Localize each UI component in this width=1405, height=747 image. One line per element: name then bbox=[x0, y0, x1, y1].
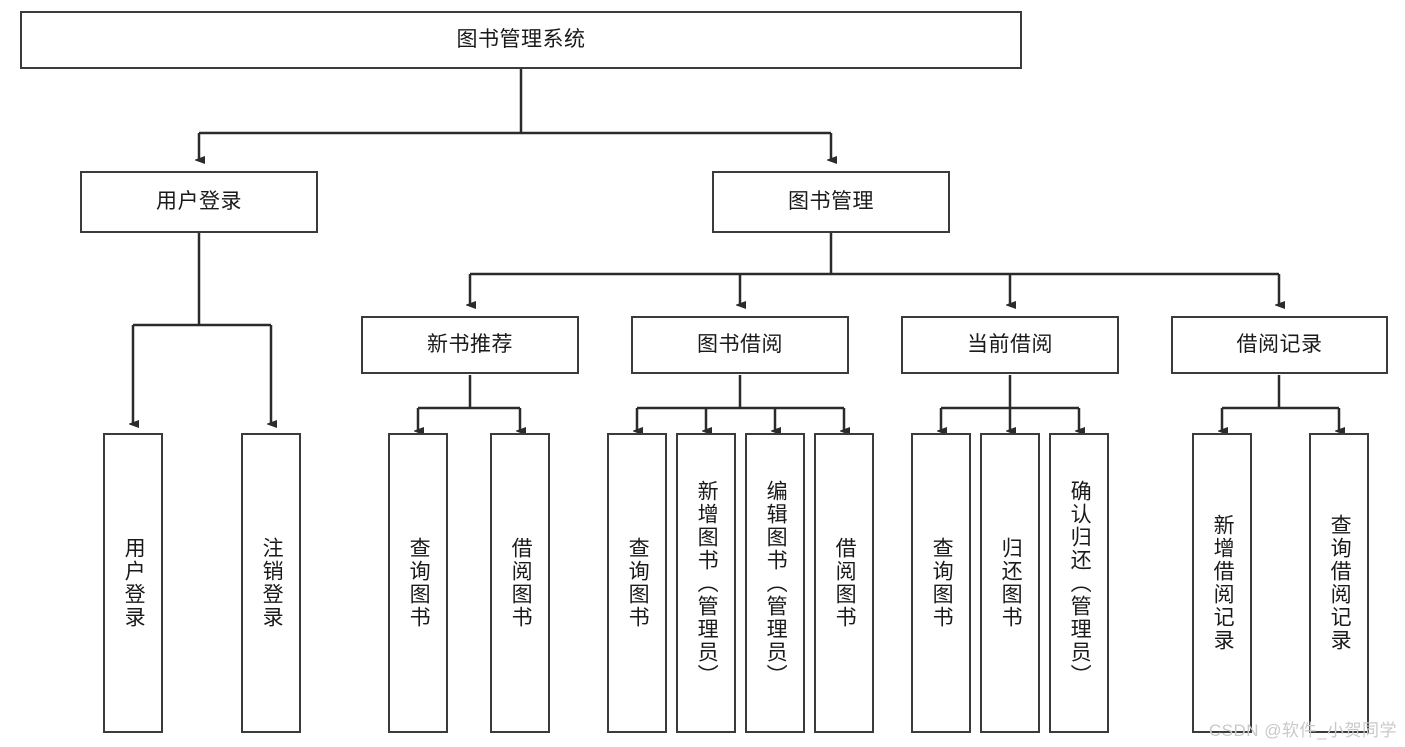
node-book-management-label: 图书管理 bbox=[788, 189, 874, 213]
leaf-record-add[interactable]: 新增借阅记录 bbox=[1192, 433, 1252, 733]
leaf-user-login-signin[interactable]: 用户登录 bbox=[103, 433, 163, 733]
leaf-new-book-borrow[interactable]: 借阅图书 bbox=[490, 433, 550, 733]
node-new-book-recommend-label: 新书推荐 bbox=[427, 332, 513, 356]
leaf-current-return-book-label: 归还图书 bbox=[999, 537, 1023, 629]
leaf-borrow-add-book[interactable]: 新增图书（管理员） bbox=[676, 433, 736, 733]
node-book-borrow[interactable]: 图书借阅 bbox=[631, 316, 849, 374]
leaf-borrow-query-book-label: 查询图书 bbox=[626, 537, 650, 629]
leaf-borrow-query-book[interactable]: 查询图书 bbox=[607, 433, 667, 733]
node-root[interactable]: 图书管理系统 bbox=[20, 11, 1022, 69]
node-user-login[interactable]: 用户登录 bbox=[80, 171, 318, 233]
node-current-borrow-label: 当前借阅 bbox=[967, 332, 1053, 356]
node-book-borrow-label: 图书借阅 bbox=[697, 332, 783, 356]
node-borrow-record-label: 借阅记录 bbox=[1236, 332, 1323, 356]
leaf-borrow-edit-book-label: 编辑图书（管理员） bbox=[764, 479, 788, 687]
leaf-new-book-query-label: 查询图书 bbox=[407, 537, 431, 629]
node-borrow-record[interactable]: 借阅记录 bbox=[1171, 316, 1388, 374]
node-root-label: 图书管理系统 bbox=[456, 27, 586, 51]
leaf-record-add-label: 新增借阅记录 bbox=[1211, 514, 1235, 652]
leaf-new-book-borrow-label: 借阅图书 bbox=[509, 537, 533, 629]
node-book-management[interactable]: 图书管理 bbox=[712, 171, 950, 233]
watermark: CSDN @软件_小贺同学 bbox=[1208, 721, 1397, 740]
leaf-user-login-signin-label: 用户登录 bbox=[122, 537, 146, 629]
leaf-borrow-edit-book[interactable]: 编辑图书（管理员） bbox=[745, 433, 805, 733]
leaf-record-query-label: 查询借阅记录 bbox=[1328, 514, 1352, 652]
leaf-new-book-query[interactable]: 查询图书 bbox=[388, 433, 448, 733]
leaf-user-login-signout[interactable]: 注销登录 bbox=[241, 433, 301, 733]
leaf-current-confirm-return-label: 确认归还（管理员） bbox=[1068, 479, 1092, 687]
leaf-borrow-borrow-book[interactable]: 借阅图书 bbox=[814, 433, 874, 733]
leaf-current-confirm-return[interactable]: 确认归还（管理员） bbox=[1049, 433, 1109, 733]
node-current-borrow[interactable]: 当前借阅 bbox=[901, 316, 1119, 374]
node-user-login-label: 用户登录 bbox=[156, 189, 242, 213]
leaf-user-login-signout-label: 注销登录 bbox=[260, 537, 284, 629]
leaf-borrow-add-book-label: 新增图书（管理员） bbox=[695, 479, 719, 687]
node-new-book-recommend[interactable]: 新书推荐 bbox=[361, 316, 579, 374]
leaf-current-return-book[interactable]: 归还图书 bbox=[980, 433, 1040, 733]
leaf-borrow-borrow-book-label: 借阅图书 bbox=[833, 537, 857, 629]
leaf-current-query-book-label: 查询图书 bbox=[930, 537, 954, 629]
leaf-current-query-book[interactable]: 查询图书 bbox=[911, 433, 971, 733]
leaf-record-query[interactable]: 查询借阅记录 bbox=[1309, 433, 1369, 733]
